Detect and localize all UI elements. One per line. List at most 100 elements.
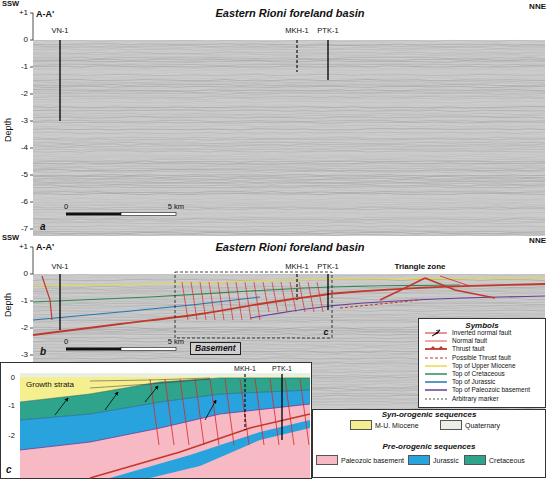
seismic-reflector (33, 190, 545, 191)
legend-line (425, 373, 447, 375)
seismic-reflector (33, 102, 545, 103)
seismic-reflector (33, 81, 545, 82)
legend-text: Quaternary (465, 422, 500, 429)
inversion-arrow (205, 400, 216, 420)
seismic-reflector (33, 147, 545, 148)
seismic-reflector (33, 132, 545, 133)
legend-text: Top of Jurassic (452, 379, 495, 386)
seismic-reflector (33, 295, 545, 296)
seismic-reflector (33, 315, 545, 316)
seismic-reflector (33, 61, 545, 62)
seismic-reflector (33, 195, 545, 196)
seismic-reflector (33, 96, 545, 97)
axis-label: -3 (21, 351, 28, 359)
inversion-arrow (55, 398, 68, 415)
seismic-reflector (33, 219, 545, 220)
legend-text: Paleozoic basement (341, 457, 404, 464)
well (59, 274, 60, 330)
normal-fault (195, 379, 204, 445)
axis-tick (30, 274, 33, 275)
seismic-reflector (33, 74, 545, 75)
well-label: PTK-1 (317, 27, 338, 35)
legend-line (425, 357, 447, 358)
well (296, 274, 297, 300)
seismic-reflector (33, 276, 545, 277)
top-upper-miocene (33, 278, 545, 286)
axis-line (33, 247, 34, 274)
well (327, 274, 328, 310)
legend-line (425, 365, 447, 367)
seismic-reflector (33, 205, 545, 206)
seismic-reflector (33, 313, 545, 314)
seismic-reflector (33, 171, 545, 172)
well-label: PTK-1 (272, 365, 292, 372)
inversion-arrow (105, 392, 118, 410)
panel-letter: a (40, 222, 46, 232)
direction-label: SSW (2, 0, 19, 8)
seismic-reflector (33, 117, 545, 118)
seismic-reflector (33, 105, 545, 106)
seismic-reflector (33, 129, 545, 130)
axis-label: -2 (8, 432, 15, 440)
seismic-reflector (33, 173, 545, 174)
seismic-reflector (33, 125, 545, 126)
axis-tick (30, 301, 33, 302)
scale-label: 0 (64, 203, 68, 211)
scale-label: 0 (64, 338, 68, 346)
seismic-reflector (33, 185, 545, 186)
legend-swatch (350, 420, 372, 430)
seismic-reflector (33, 139, 545, 140)
seismic-reflector (33, 224, 545, 225)
seismic-reflector (33, 103, 545, 104)
seismic-a-ground (33, 40, 545, 236)
seismic-reflector (33, 154, 545, 155)
axis-tick (30, 13, 33, 14)
seismic-reflector (33, 95, 545, 96)
legend-sample (424, 395, 448, 403)
seismic-reflector (33, 231, 545, 232)
inset-outline (175, 272, 332, 338)
legend-sample (424, 354, 448, 362)
seismic-reflector (33, 305, 545, 306)
axis-tick (30, 40, 33, 41)
legend-swatch (408, 455, 430, 465)
legend-sample (424, 362, 448, 370)
seismic-reflector (33, 85, 545, 86)
seismic-reflector (33, 112, 545, 113)
seismic-reflector (33, 115, 545, 116)
legend-text: Cretaceous (489, 457, 525, 464)
axis-title: Depth (4, 118, 13, 142)
seismic-reflector (33, 227, 545, 228)
normal-fault (210, 379, 219, 445)
axis-label: -4 (21, 144, 28, 152)
legend-arrow (432, 330, 440, 336)
legend-text: Possible Thrust fault (452, 354, 511, 361)
scale-bar (121, 348, 176, 351)
normal-fault (227, 282, 233, 320)
seismic-reflector (33, 193, 545, 194)
seismic-reflector (33, 183, 545, 184)
seismic-reflector (33, 207, 545, 208)
seismic-reflector (33, 274, 545, 275)
seismic-reflector (33, 217, 545, 218)
sequence-legend-box: Syn-orogenic sequencesPre-orogenic seque… (312, 409, 546, 478)
normal-fault (285, 379, 294, 445)
axis-tick (30, 247, 33, 248)
seismic-reflector (33, 124, 545, 125)
well-label: VN-1 (51, 263, 68, 271)
normal-fault (317, 282, 323, 312)
seismic-reflector (33, 113, 545, 114)
seismic-reflector (33, 209, 545, 210)
thrust-fault (33, 284, 545, 335)
seismic-reflector (33, 69, 545, 70)
legend-line (425, 381, 447, 383)
seismic-reflector (33, 281, 545, 282)
legend-text: Arbitrary marker (452, 395, 499, 402)
top-jurassic (33, 297, 260, 320)
seismic-reflector (33, 56, 545, 57)
well-label: PTK-1 (317, 263, 338, 271)
legend-text: Top of Cretaceous (452, 371, 505, 378)
axis-tick (30, 229, 33, 230)
horizon (20, 404, 310, 450)
seismic-reflector (33, 168, 545, 169)
